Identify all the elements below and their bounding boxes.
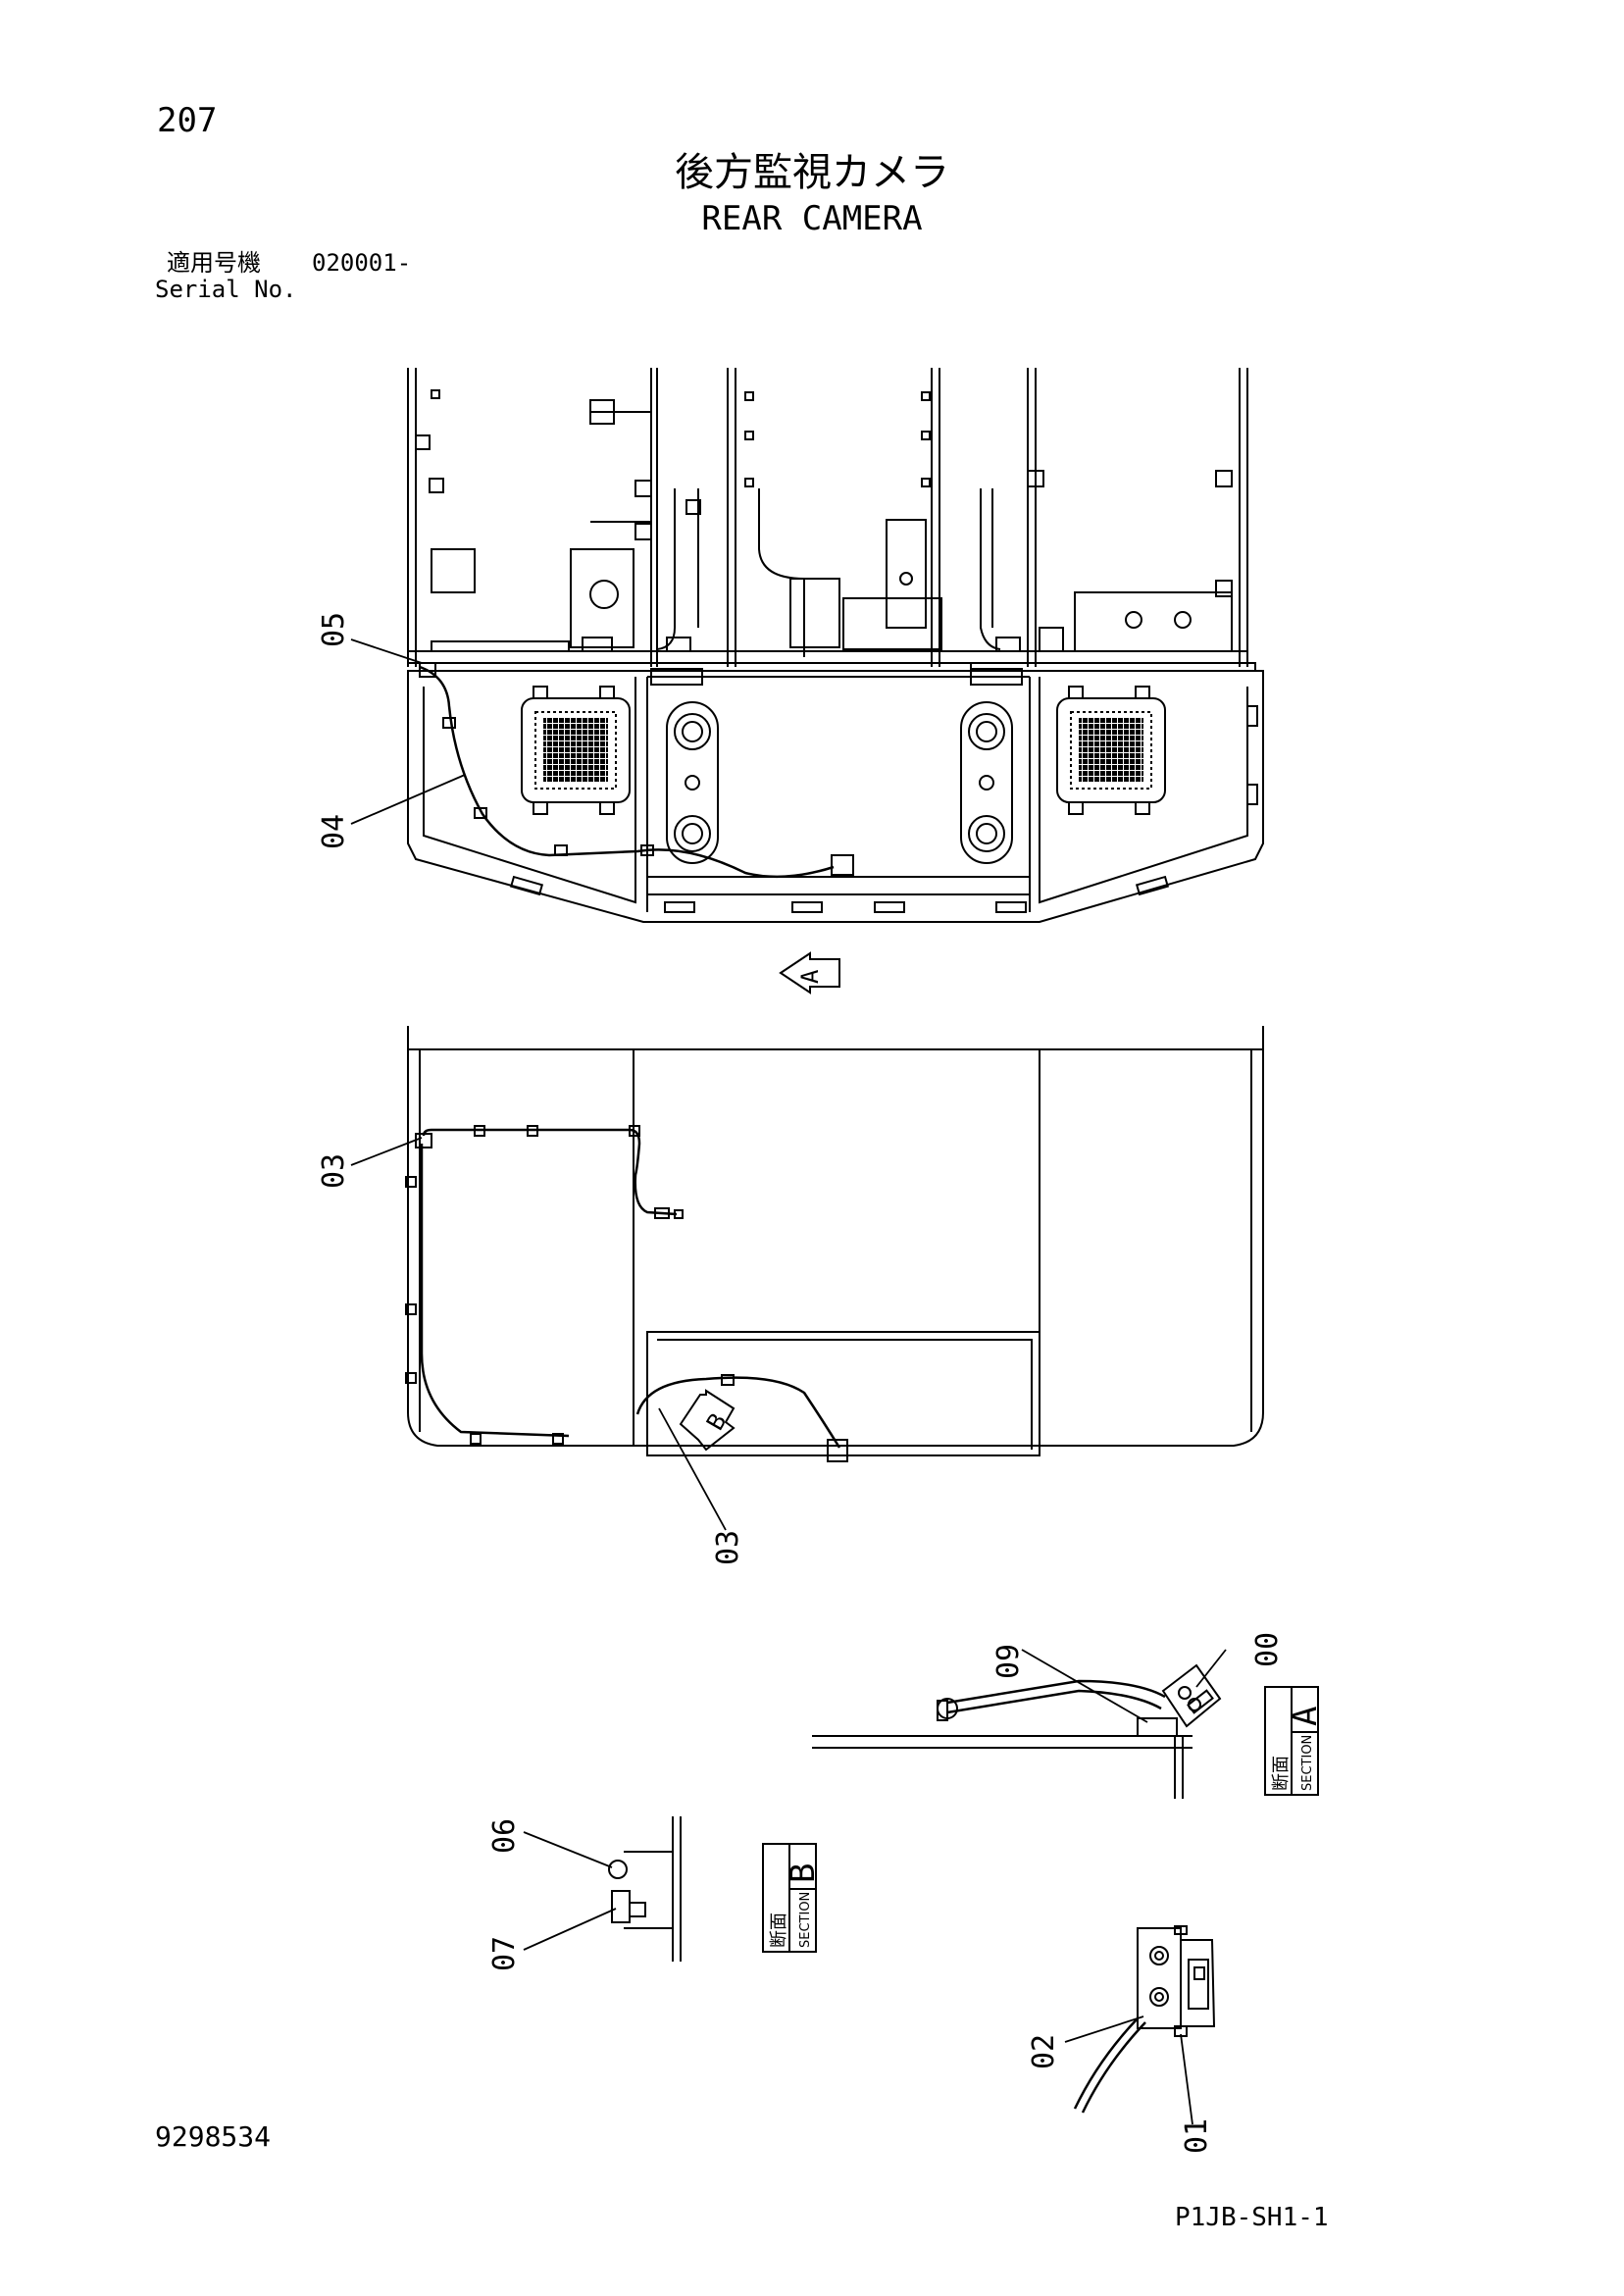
- view-arrow-a-label: A: [796, 969, 824, 984]
- callout-03: 03: [711, 1530, 745, 1565]
- view-arrow-b-label: B: [701, 1408, 732, 1435]
- section-b-detail: [608, 1816, 682, 1962]
- callout-labels: 05 04 03 03 09 00 06 07 02 01 A B: [317, 612, 1285, 2154]
- section-b-letter: B: [784, 1863, 823, 1883]
- callout-04: 04: [317, 814, 351, 849]
- serial-label-japanese: 適用号機: [167, 249, 261, 277]
- section-a-kanji: 断面: [1271, 1756, 1292, 1791]
- callout-03: 03: [317, 1153, 351, 1189]
- top-view: [407, 368, 1256, 672]
- section-a-word: SECTION: [1300, 1735, 1315, 1791]
- section-a-label: A 断面 SECTION: [1264, 1686, 1325, 1796]
- page-title-japanese: 後方監視カメラ: [675, 150, 949, 195]
- callout-06: 06: [487, 1818, 522, 1854]
- rear-panel-view: [407, 662, 1264, 995]
- document-number: 9298534: [155, 2120, 272, 2153]
- callout-02: 02: [1027, 2034, 1061, 2069]
- callout-09: 09: [991, 1644, 1026, 1679]
- serial-range: 020001-: [312, 249, 412, 277]
- leader-lines: [350, 638, 1227, 2125]
- serial-label: Serial No.: [155, 276, 297, 303]
- callout-07: 07: [487, 1936, 522, 1971]
- camera-detail: [1073, 1925, 1216, 2114]
- section-b-word: SECTION: [798, 1892, 813, 1948]
- rear-side-view: [405, 1026, 1264, 1462]
- page-title: REAR CAMERA: [701, 199, 923, 238]
- section-b-kanji: 断面: [769, 1913, 789, 1948]
- callout-00: 00: [1250, 1632, 1285, 1667]
- callout-01: 01: [1180, 2118, 1214, 2154]
- callout-05: 05: [317, 612, 351, 647]
- sheet-code: P1JB-SH1-1: [1175, 2203, 1329, 2232]
- page-number: 207: [157, 101, 218, 140]
- section-a-letter: A: [1286, 1707, 1325, 1726]
- section-a-detail: [812, 1663, 1222, 1799]
- section-b-label: B 断面 SECTION: [762, 1843, 823, 1953]
